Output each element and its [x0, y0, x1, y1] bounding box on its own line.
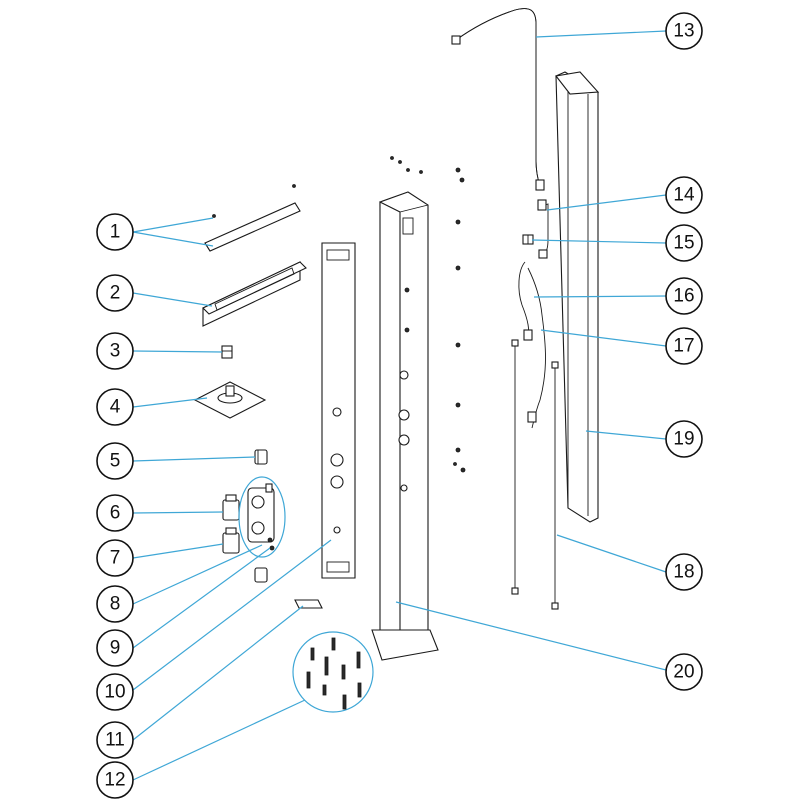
leader-19 [585, 430, 667, 440]
callout-label: 1 [110, 222, 121, 243]
callout-8: 8 [96, 585, 134, 623]
callout-label: 16 [673, 286, 694, 307]
leader-13 [535, 30, 667, 38]
part-1-cover-plate [204, 184, 301, 252]
callout-label: 18 [673, 562, 694, 583]
callout-11: 11 [96, 721, 134, 759]
callout-10: 10 [96, 673, 134, 711]
callout-6: 6 [96, 494, 134, 532]
callout-5: 5 [96, 442, 134, 480]
leader-3 [132, 350, 223, 353]
leader-7 [132, 543, 224, 559]
callout-20: 20 [665, 653, 703, 691]
callout-7: 7 [96, 539, 134, 577]
part-3-fitting [221, 345, 233, 359]
callout-16: 16 [665, 277, 703, 315]
part-11-small-valve [254, 567, 268, 583]
part-18-rods [511, 339, 559, 610]
callout-label: 3 [110, 341, 121, 362]
part-15-connector [522, 234, 534, 245]
leader-18 [556, 534, 667, 573]
callout-4: 4 [96, 388, 134, 426]
callout-label: 2 [110, 283, 121, 304]
part-12-screw-set [292, 631, 374, 713]
callout-label: 13 [673, 21, 694, 42]
callout-15: 15 [665, 224, 703, 262]
leader-15 [531, 239, 667, 244]
leader-10 [132, 539, 332, 691]
callout-1: 1 [96, 213, 134, 251]
callout-label: 17 [673, 336, 694, 357]
callout-label: 20 [673, 662, 694, 683]
part-6-cartridge [222, 494, 240, 521]
callout-label: 14 [673, 185, 695, 206]
leader-6 [132, 511, 224, 514]
callout-label: 15 [673, 233, 694, 254]
callout-label: 7 [110, 548, 121, 569]
leader-1b [132, 231, 214, 247]
part-20-column [371, 191, 439, 661]
part-2-tray [202, 261, 307, 327]
callout-label: 4 [110, 397, 121, 418]
callout-19: 19 [665, 420, 703, 458]
leader-11 [132, 605, 304, 741]
part-8-9-mixer-body [238, 476, 286, 558]
callout-18: 18 [665, 553, 703, 591]
part-20-screws [390, 156, 466, 473]
callout-label: 12 [104, 770, 125, 791]
part-5-valve [254, 449, 268, 465]
callout-label: 6 [110, 503, 121, 524]
part-10-front-panel [321, 242, 356, 579]
callout-13: 13 [665, 12, 703, 50]
part-13-shower-arm [451, 8, 545, 191]
callout-9: 9 [96, 629, 134, 667]
callout-12: 12 [96, 761, 134, 799]
callout-label: 8 [110, 594, 121, 615]
leader-17 [540, 329, 667, 347]
part-14-elbow-hose [537, 199, 549, 259]
leader-4 [132, 397, 208, 408]
callout-17: 17 [665, 327, 703, 365]
callout-label: 11 [105, 730, 125, 751]
leader-16 [533, 295, 667, 298]
callout-label: 9 [110, 638, 121, 659]
leader-2 [132, 292, 213, 307]
leader-20 [395, 601, 667, 671]
leader-lines [132, 30, 667, 781]
leader-5 [132, 456, 256, 462]
callout-2: 2 [96, 274, 134, 312]
leader-12 [132, 699, 306, 781]
leader-9 [132, 547, 271, 649]
leader-1a [132, 217, 214, 233]
part-7-cartridge [222, 527, 240, 554]
callout-label: 5 [110, 451, 121, 472]
part-4-shower-head [193, 381, 267, 419]
part-11-rubber-insert [294, 599, 323, 609]
leader-8 [132, 544, 263, 605]
callout-3: 3 [96, 332, 134, 370]
callout-label: 19 [673, 429, 694, 450]
leader-14 [546, 194, 667, 211]
callout-label: 10 [104, 682, 125, 703]
callout-14: 14 [665, 176, 703, 214]
part-16-17-hose [518, 261, 546, 429]
